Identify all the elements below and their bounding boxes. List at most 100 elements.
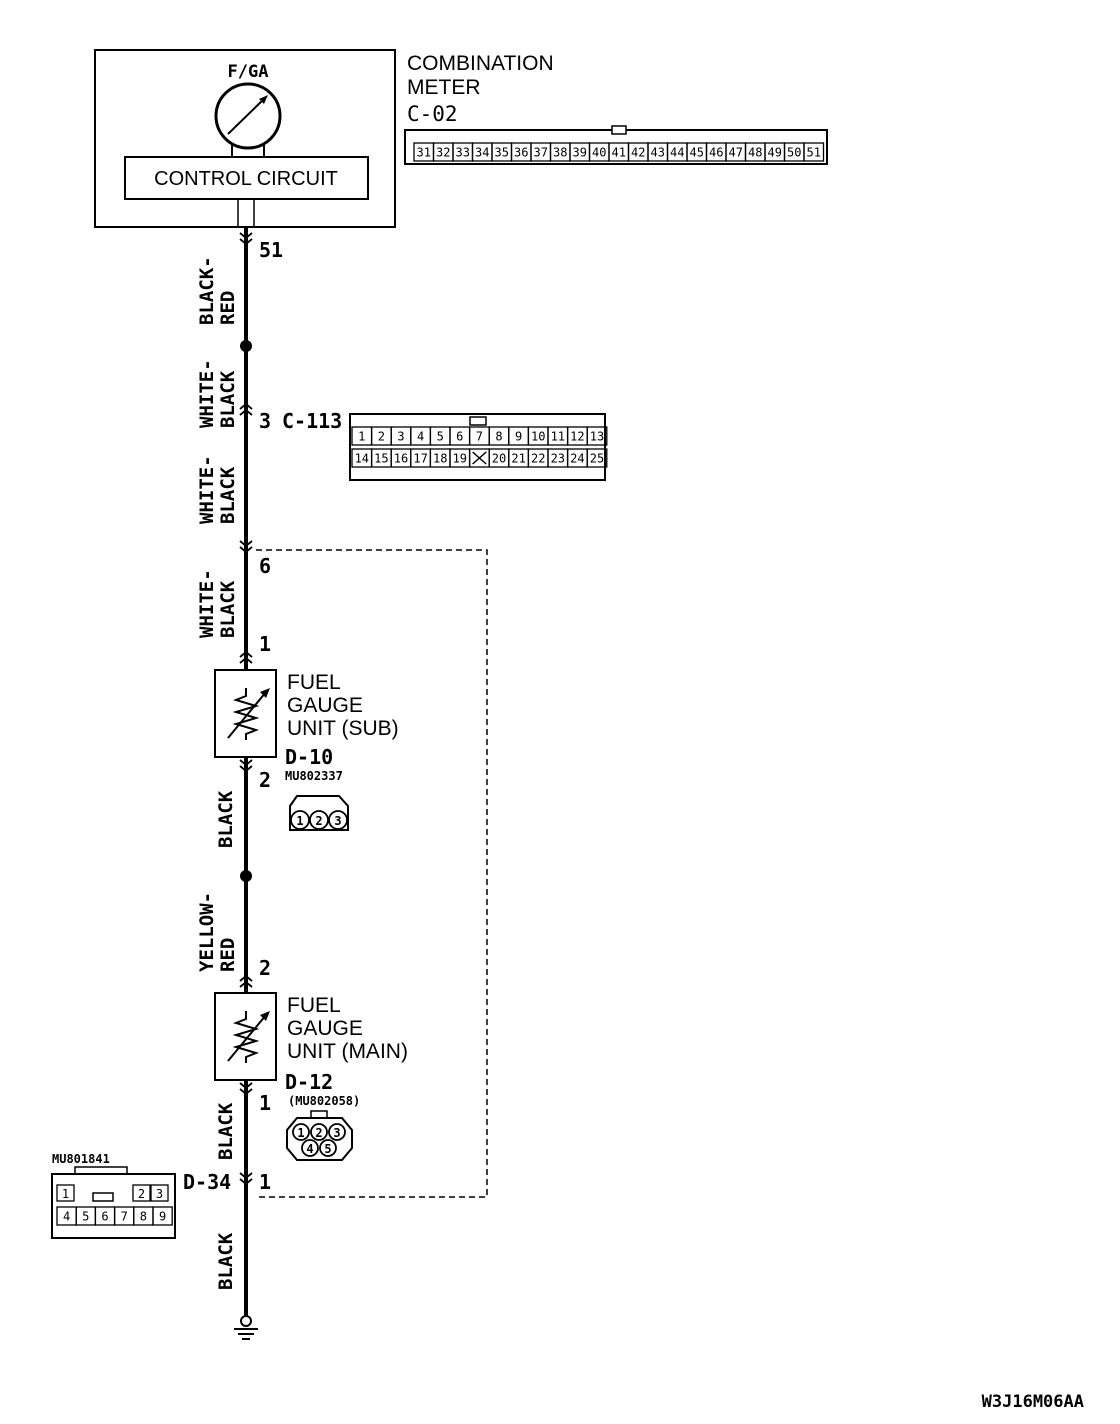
d12-pin: 3 xyxy=(333,1126,340,1140)
c113-pin: 8 xyxy=(495,429,502,443)
d34-pin: 7 xyxy=(121,1209,128,1223)
fuel-gauge-unit-sub-symbol xyxy=(214,669,277,758)
d10-connector: 1 2 3 xyxy=(289,795,349,831)
c02-pin: 40 xyxy=(592,145,606,159)
figure-code: W3J16M06AA xyxy=(982,1392,1084,1412)
c02-pin: 49 xyxy=(768,145,782,159)
d10-pin: 1 xyxy=(296,814,303,828)
d34-pin: 5 xyxy=(82,1209,89,1223)
wire-color-6b: RED xyxy=(217,938,239,972)
connector-marker xyxy=(239,232,253,246)
sub-unit-line3: UNIT (SUB) xyxy=(287,717,399,740)
d34-pin: 4 xyxy=(63,1209,70,1223)
d12-pin: 4 xyxy=(306,1142,313,1156)
c02-pin: 31 xyxy=(417,145,431,159)
c02-pin: 37 xyxy=(534,145,548,159)
d12-connector: 1 2 3 4 5 xyxy=(286,1110,353,1161)
gauge-label: F/GA xyxy=(228,62,269,82)
sub-unit-line1: FUEL xyxy=(287,671,341,694)
c02-pin: 46 xyxy=(709,145,723,159)
c02-pin: 42 xyxy=(631,145,645,159)
wire-color-5: BLACK xyxy=(215,790,237,848)
c113-pin: 5 xyxy=(437,429,444,443)
pin-sub-2: 2 xyxy=(259,768,271,792)
wire-color-1a: BLACK- xyxy=(196,256,218,325)
main-unit-line3: UNIT (MAIN) xyxy=(287,1040,408,1063)
pin-main-1: 1 xyxy=(259,1091,271,1115)
pin-6: 6 xyxy=(259,554,271,578)
meter-connector-id: C-02 xyxy=(407,102,458,126)
c113-pin: 4 xyxy=(417,429,424,443)
splice-dot-upper xyxy=(240,340,252,352)
wire-color-4a: WHITE- xyxy=(196,569,218,638)
d34-connector-id: D-34 xyxy=(183,1170,231,1194)
d12-pin: 2 xyxy=(315,1126,322,1140)
control-circuit-box xyxy=(124,156,369,200)
meter-name-line2: METER xyxy=(407,76,481,99)
wire-color-7: BLACK xyxy=(215,1102,237,1160)
c113-pin: 14 xyxy=(355,451,369,465)
c113-pin: 1 xyxy=(358,429,365,443)
c113-pin: 20 xyxy=(492,451,506,465)
c113-pin: 6 xyxy=(456,429,463,443)
sub-unit-line2: GAUGE xyxy=(287,694,363,717)
main-unit-part-no: (MU802058) xyxy=(288,1094,360,1108)
c113-pin: 25 xyxy=(590,451,604,465)
c02-pin: 48 xyxy=(748,145,762,159)
c113-pin: 9 xyxy=(515,429,522,443)
c113-pin: 22 xyxy=(531,451,545,465)
c113-pin: 12 xyxy=(570,429,584,443)
fuel-gauge-unit-main-symbol xyxy=(214,992,277,1081)
d12-pin: 5 xyxy=(324,1142,331,1156)
pin-sub-1: 1 xyxy=(259,632,271,656)
wire-color-2a: WHITE- xyxy=(196,359,218,428)
c02-pin: 43 xyxy=(651,145,665,159)
c113-pin: 15 xyxy=(374,451,388,465)
sub-unit-part-no: MU802337 xyxy=(285,769,343,783)
d34-pin: 6 xyxy=(101,1209,108,1223)
c113-pin: 7 xyxy=(476,429,483,443)
wire-color-8: BLACK xyxy=(215,1232,237,1290)
c113-pin: 24 xyxy=(570,451,584,465)
d10-pin: 3 xyxy=(334,814,341,828)
sub-unit-connector-id: D-10 xyxy=(285,745,333,769)
c02-pin: 50 xyxy=(787,145,801,159)
fuel-gauge-icon xyxy=(214,82,282,157)
d34-pin: 1 xyxy=(62,1187,69,1201)
c113-pin: 2 xyxy=(378,429,385,443)
d12-pin: 1 xyxy=(297,1126,304,1140)
c113-pin: 3 xyxy=(397,429,404,443)
wire-color-3a: WHITE- xyxy=(196,455,218,524)
wire-color-3b: BLACK xyxy=(217,466,239,524)
wire-color-4b: BLACK xyxy=(217,580,239,638)
c113-connector-id: C-113 xyxy=(282,409,342,433)
c02-pin: 38 xyxy=(553,145,567,159)
connector-marker xyxy=(239,974,253,988)
pin-51: 51 xyxy=(259,238,283,262)
main-unit-line1: FUEL xyxy=(287,994,341,1017)
c113-pin: 13 xyxy=(590,429,604,443)
c02-pin: 35 xyxy=(495,145,509,159)
connector-marker xyxy=(239,402,253,416)
d34-pin: 3 xyxy=(156,1187,163,1201)
c113-pin: 21 xyxy=(511,451,525,465)
c02-pin: 44 xyxy=(670,145,684,159)
c113-pin: 19 xyxy=(453,451,467,465)
c02-pin: 36 xyxy=(514,145,528,159)
connector-marker xyxy=(239,1082,253,1096)
wire-color-6a: YELLOW- xyxy=(196,892,218,972)
ground-icon xyxy=(234,1315,258,1340)
pin-main-2: 2 xyxy=(259,956,271,980)
connector-marker xyxy=(239,540,253,554)
wire-color-1b: RED xyxy=(217,291,239,325)
c02-pin: 33 xyxy=(456,145,470,159)
main-unit-line2: GAUGE xyxy=(287,1017,363,1040)
c02-pin: 34 xyxy=(475,145,489,159)
c02-pin: 45 xyxy=(690,145,704,159)
c113-pin: 16 xyxy=(394,451,408,465)
connector-marker xyxy=(239,650,253,664)
